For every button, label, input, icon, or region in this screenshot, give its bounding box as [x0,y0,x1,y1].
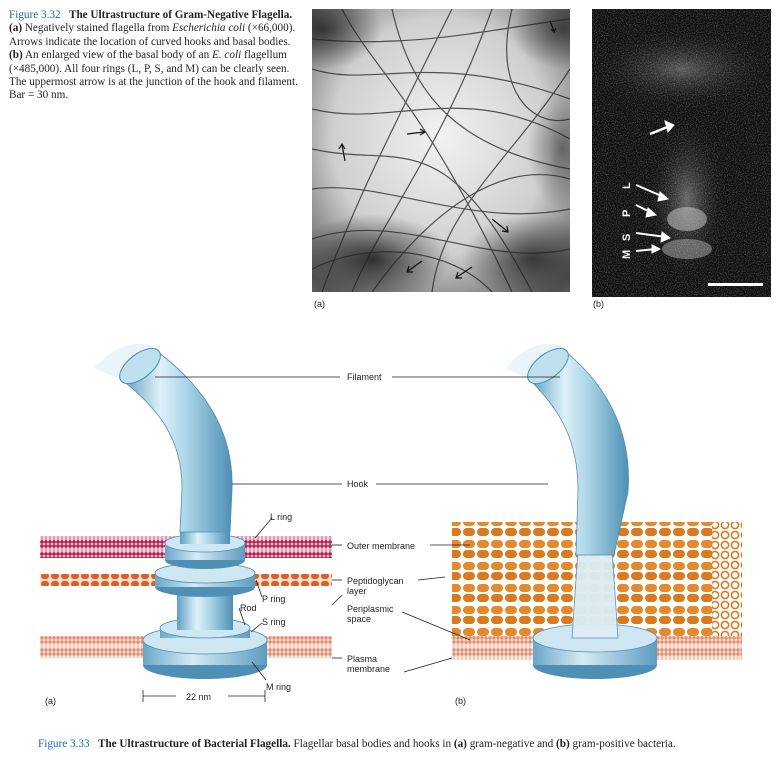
label-rod: Rod [240,603,257,613]
flagella-strands [312,9,570,292]
ring-letter-s: S [621,234,633,241]
scale-bar [708,283,763,286]
teichoic-acid-layer [712,522,742,636]
label-peptidoglycan: Peptidoglycan layer [347,576,404,596]
micrograph-arrows [338,20,557,279]
figure-3-32-caption-part: (a) [9,22,23,35]
label-outer-membrane: Outer membrane [347,541,416,551]
figure-3-32-number: Figure 3.32 [9,9,61,21]
micrograph-a [312,9,570,292]
figure-3-33-caption-text: Flagellar basal bodies and hooks in (a) … [291,738,676,750]
label-l-ring: L ring [270,512,293,522]
ring-letter-m: M [621,250,633,259]
leader-lines [142,376,560,702]
ring-letter-p: P [621,210,633,217]
figure-3-33-caption-part: Flagellar basal bodies and hooks in [290,738,454,750]
label-m-ring: M ring [266,682,292,692]
figure-3-33-caption-part: gram-negative and [466,738,557,750]
label-plasma-membrane: Plasma membrane [347,654,391,674]
micrograph-b-label: (b) [593,299,604,309]
diagram-a-label: (a) [45,696,56,706]
figure-3-32-caption-part: (b) [9,49,23,62]
figure-3-32-caption-part: E. coli [212,49,242,62]
figure-3-32-caption-part: Negatively stained flagella from [22,22,173,35]
figure-3-33-title: The Ultrastructure of Bacterial Flagella… [97,738,291,750]
figure-3-32-caption-part: An enlarged view of the basal body of an [22,49,212,62]
flagella-diagram [40,343,742,702]
figure-3-32-caption-part: Escherichia coli [172,22,246,35]
micrograph-a-label: (a) [314,299,325,309]
micrograph-b-arrows [635,120,675,254]
diagram-b-label: (b) [455,696,466,706]
ring-letter-l: L [621,182,633,189]
label-scale: 22 nm [186,692,212,702]
label-hook: Hook [347,479,369,489]
figure-3-33-caption: Figure 3.33 The Ultrastructure of Bacter… [38,737,768,751]
figure-3-32-caption-text: (a) Negatively stained flagella from Esc… [9,22,298,101]
figure-3-33-caption-part: (b) [556,738,570,750]
gram-positive-diagram [452,343,742,679]
figure-3-33-caption-part: gram-positive bacteria. [569,738,676,750]
figure-3-32-caption: Figure 3.32 The Ultrastructure of Gram-N… [9,9,299,103]
micrograph-b: L P S M [592,9,771,297]
figure-3-33-number: Figure 3.33 [38,738,90,750]
figure-3-33-caption-part: (a) [453,738,467,750]
label-filament: Filament [347,372,382,382]
gram-negative-diagram [40,343,332,679]
figure-3-32-title: The Ultrastructure of Gram-Negative Flag… [68,9,293,21]
label-s-ring: S ring [262,617,286,627]
label-p-ring: P ring [262,594,286,604]
figure-3-32-caption-part: (×66,000). Arrows indicate the location … [9,22,296,48]
figure-3-32-caption-part: flagellum (×485,000). All four rings (L,… [9,49,298,102]
label-periplasmic-space: Periplasmic space [347,604,394,624]
ring-letters: L P S M [621,182,633,259]
